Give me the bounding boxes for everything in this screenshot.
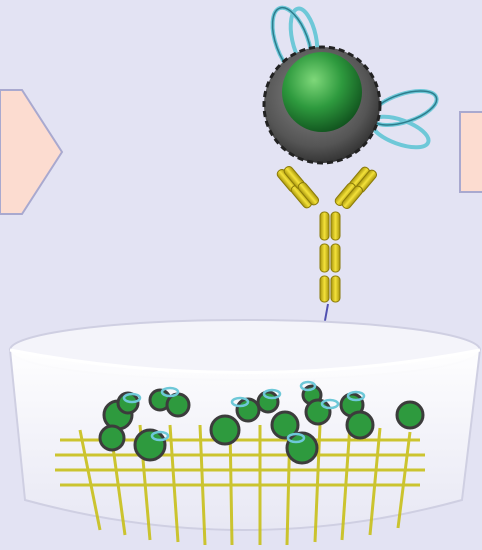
petri-dish-icon xyxy=(10,320,480,545)
nanoparticle-icon xyxy=(264,3,441,163)
antibody-icon xyxy=(276,165,379,302)
right-arrow-icon xyxy=(460,112,482,192)
left-arrow-icon xyxy=(0,90,62,214)
